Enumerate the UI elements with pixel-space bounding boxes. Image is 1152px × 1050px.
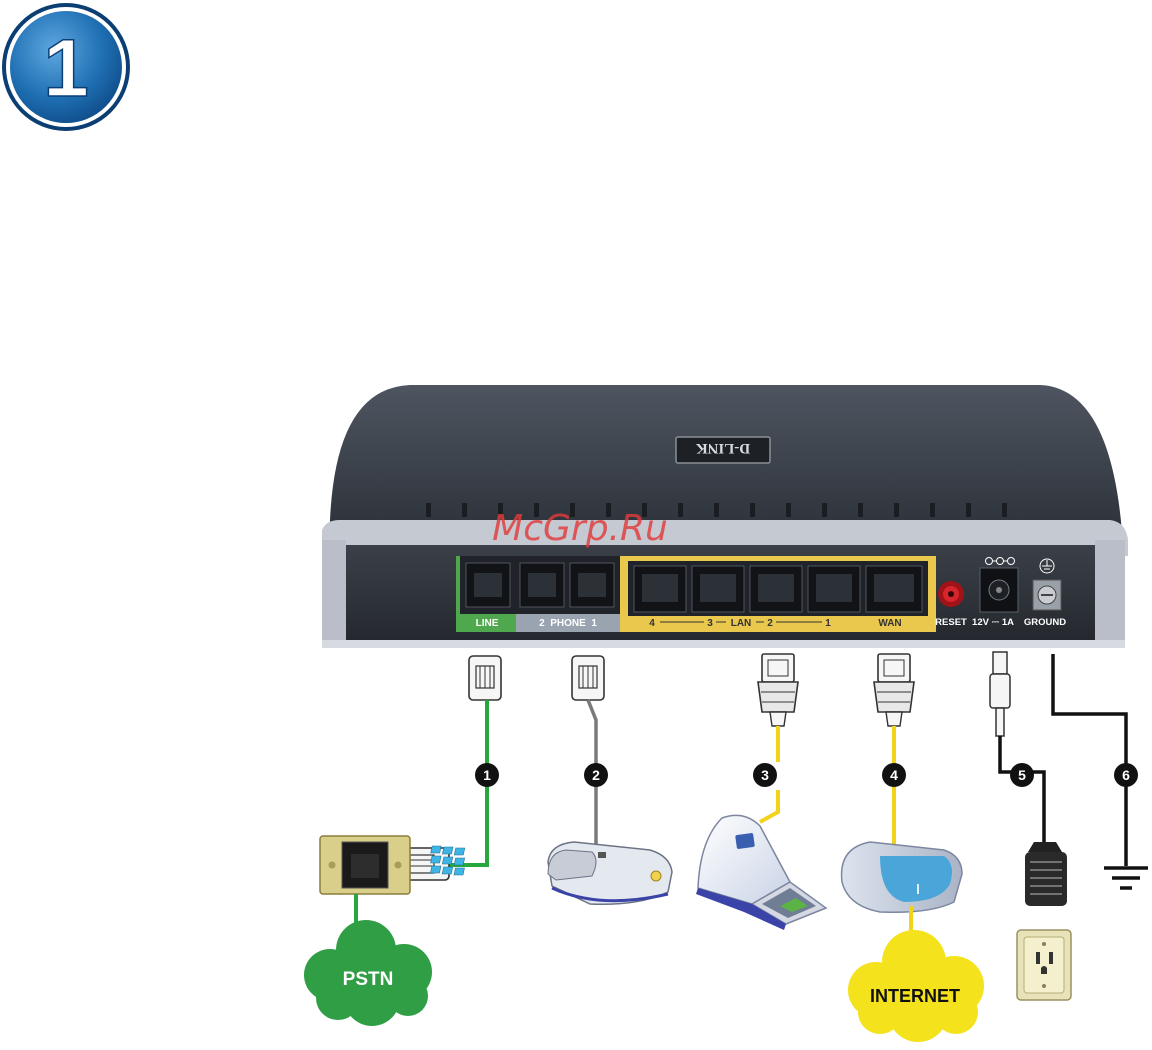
rj45-plug-icon — [758, 654, 798, 726]
ground-terminal — [1033, 580, 1061, 610]
marker-1-number: 1 — [483, 767, 491, 783]
marker-5-number: 5 — [1018, 767, 1026, 783]
marker-5: 5 — [1010, 763, 1034, 787]
internet-label: INTERNET — [870, 986, 960, 1006]
phone-port-2 — [520, 563, 564, 607]
phone-port-1 — [570, 563, 614, 607]
power-label: 12V ⎓ 1A — [972, 617, 1014, 628]
rj11-plug-icon — [572, 656, 604, 700]
laptop-icon — [696, 815, 826, 930]
marker-2: 2 — [584, 763, 608, 787]
dc-plug-icon — [990, 652, 1010, 736]
cable-5 — [990, 652, 1044, 842]
ground-symbol-icon — [1104, 868, 1148, 888]
brand-logo: D-LINK — [696, 440, 751, 456]
lan-port-2 — [750, 566, 802, 612]
cable-3 — [758, 654, 798, 822]
lan-1-label: 1 — [825, 618, 831, 629]
marker-6: 6 — [1114, 763, 1138, 787]
lan-4-label: 4 — [649, 618, 655, 629]
marker-1: 1 — [475, 763, 499, 787]
power-jack — [980, 568, 1018, 612]
cable-2 — [572, 656, 604, 850]
ground-label: GROUND — [1024, 617, 1066, 628]
phone-label: 2 PHONE 1 — [539, 618, 597, 629]
watermark: McGrp.Ru — [492, 508, 668, 549]
wan-port — [866, 566, 922, 612]
lan-label: LAN — [731, 618, 752, 629]
line-label: LINE — [476, 618, 499, 629]
pstn-cloud: PSTN — [304, 920, 432, 1026]
marker-4-number: 4 — [890, 767, 898, 783]
lan-port-3 — [692, 566, 744, 612]
lan-2-label: 2 — [767, 618, 773, 629]
lan-3-label: 3 — [707, 618, 713, 629]
marker-3: 3 — [753, 763, 777, 787]
lan-port-1 — [808, 566, 860, 612]
modem-icon — [842, 842, 962, 912]
rj45-plug-icon — [874, 654, 914, 726]
internet-cloud: INTERNET — [848, 930, 984, 1042]
lan-port-4 — [634, 566, 686, 612]
wall-phone-jack-icon — [320, 836, 410, 894]
step-badge: 1 — [2, 3, 130, 131]
reset-button — [938, 581, 964, 607]
cable-6 — [1053, 654, 1126, 866]
telephone-icon — [430, 842, 672, 904]
marker-2-number: 2 — [592, 767, 600, 783]
marker-6-number: 6 — [1122, 767, 1130, 783]
marker-3-number: 3 — [761, 767, 769, 783]
rj11-plug-icon — [469, 656, 501, 700]
pstn-label: PSTN — [343, 969, 394, 990]
marker-4: 4 — [882, 763, 906, 787]
cable-4 — [874, 654, 914, 846]
line-port — [466, 563, 510, 607]
step-number: 1 — [43, 23, 89, 114]
wan-label: WAN — [878, 618, 901, 629]
wall-outlet-icon — [1017, 930, 1071, 1000]
router: D-LINK — [322, 385, 1128, 648]
reset-label: RESET — [935, 617, 967, 628]
power-adapter-icon — [1025, 842, 1067, 906]
